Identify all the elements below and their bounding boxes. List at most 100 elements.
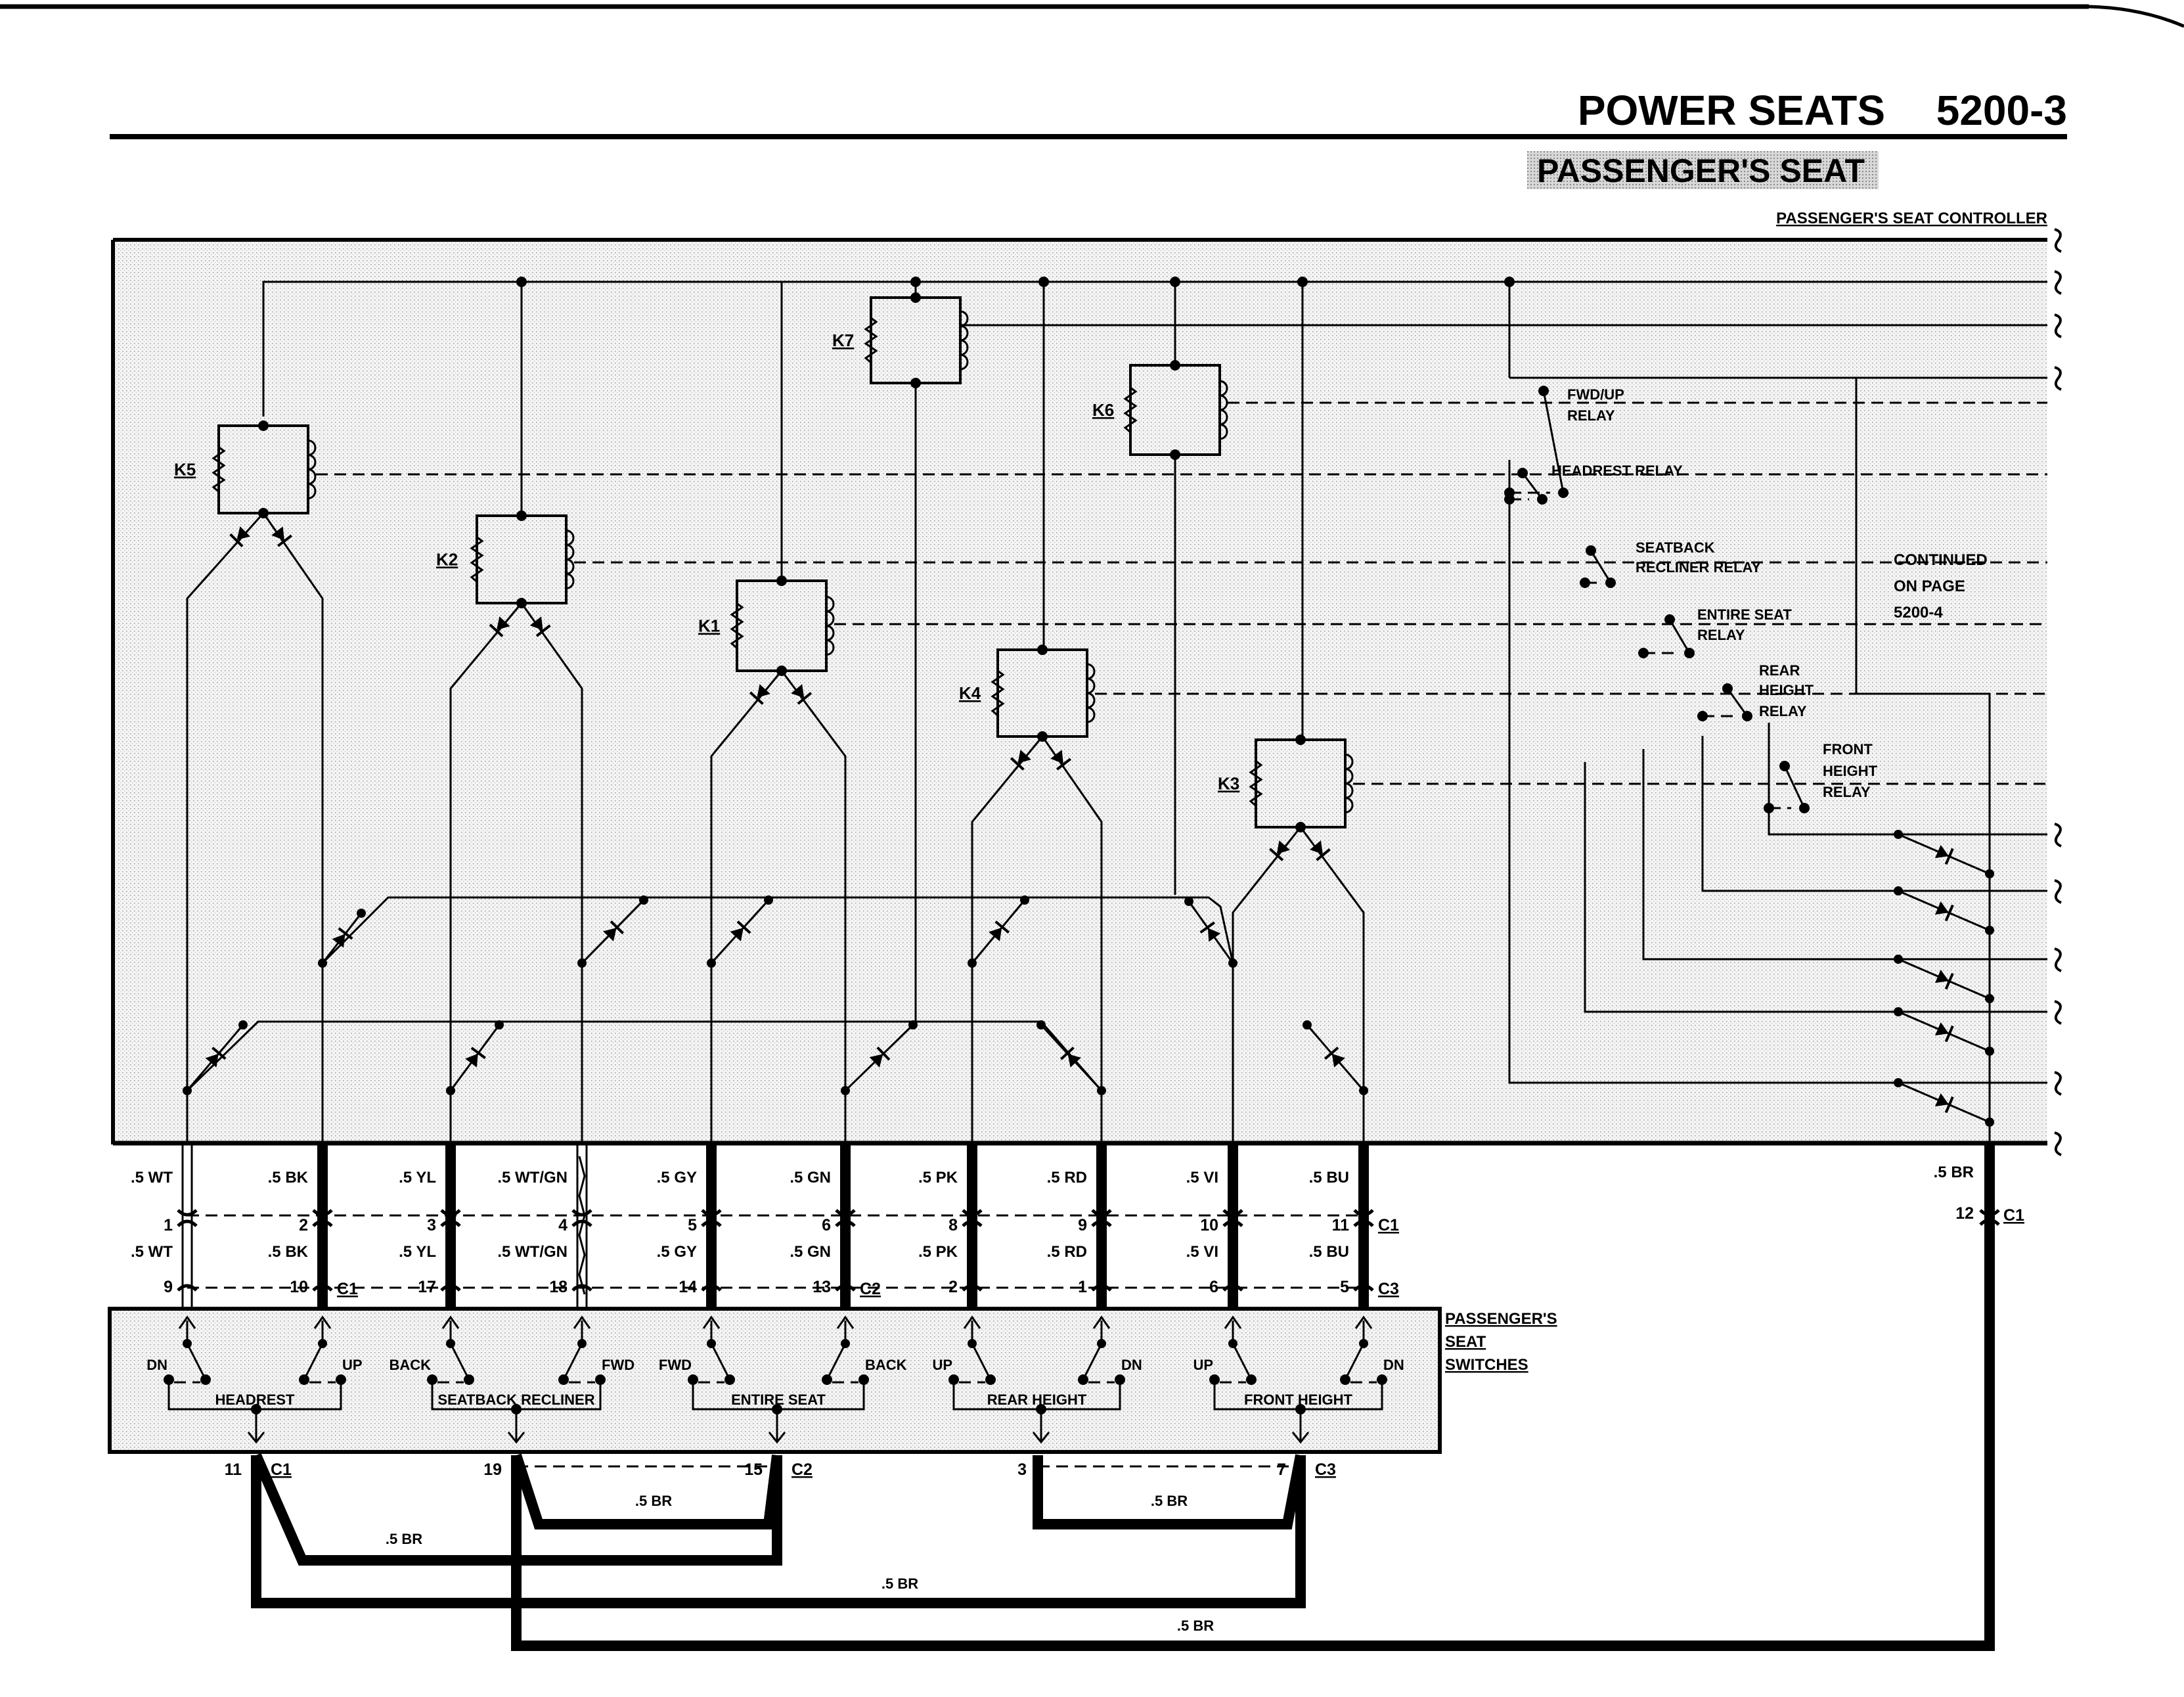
pin-number-switch: 1 xyxy=(1078,1278,1087,1296)
arrow-up-icon xyxy=(1092,1315,1111,1329)
diode-triangle xyxy=(465,1053,478,1068)
switch-arm xyxy=(186,1343,207,1380)
diode-icon xyxy=(489,616,510,637)
diode-triangle xyxy=(271,526,284,541)
diode-icon xyxy=(730,920,751,941)
diode-bar xyxy=(277,534,293,547)
diode-triangle xyxy=(603,928,617,941)
connector-male-icon xyxy=(312,1219,333,1227)
diode-triangle xyxy=(1050,750,1063,764)
diode-triangle xyxy=(1067,1054,1081,1068)
relay-output-legs xyxy=(971,736,1103,1143)
switch-position-left: FWD xyxy=(659,1357,692,1373)
switch-position-right: DN xyxy=(1383,1357,1404,1373)
harness-wire: .5 PK8.5 PK2 xyxy=(918,1143,983,1309)
page-number: 5200-3 xyxy=(1936,87,2067,134)
diode-triangle xyxy=(989,927,1002,941)
pin-number-switch: 10 xyxy=(290,1278,308,1296)
relay-output-line xyxy=(1768,723,2047,836)
harness-wire: .5 RD9.5 RD1 xyxy=(1047,1143,1112,1309)
arrow-up-icon xyxy=(963,1315,981,1329)
switch-arm xyxy=(562,1343,583,1380)
diode-icon xyxy=(1324,1047,1345,1068)
connector-female-icon xyxy=(701,1209,722,1217)
resistor-icon xyxy=(1249,760,1263,807)
pin-number-controller: 11 xyxy=(1332,1216,1350,1234)
diode-triangle xyxy=(1934,1022,1949,1036)
junction-dot xyxy=(1985,994,1994,1003)
ground-links: .5 BR.5 BR.5 BR.5 BR.5 BR xyxy=(251,1453,1995,1651)
arrow-up-icon xyxy=(1354,1315,1373,1329)
controller-shade xyxy=(113,240,2047,1143)
connector-male-icon xyxy=(701,1284,722,1292)
switch-ground-pin: 15 xyxy=(744,1460,763,1479)
connector-male-icon xyxy=(312,1284,333,1292)
continued-line-3: 5200-4 xyxy=(1894,604,1943,622)
switch-ground-pin: 19 xyxy=(483,1460,502,1479)
wire-break-icon xyxy=(2054,270,2062,295)
diode-triangle xyxy=(1934,969,1949,984)
junction-dot xyxy=(1894,886,1903,895)
relay-output-line xyxy=(1701,736,2047,892)
resistor-icon xyxy=(991,669,1005,717)
switch-ground-connector: C3 xyxy=(1315,1460,1336,1479)
switch-position-left: UP xyxy=(932,1357,952,1373)
switch-arm xyxy=(1344,1343,1365,1380)
diode-icon xyxy=(1199,921,1221,942)
arrow-up-icon xyxy=(1224,1315,1242,1329)
pin-number-switch: 9 xyxy=(164,1278,173,1296)
relay-label: K1 xyxy=(698,616,720,636)
junction-dot xyxy=(841,1086,850,1095)
relay-contact-label: RELAY xyxy=(1697,627,1745,643)
diode-bar xyxy=(1944,904,1954,922)
pin-number-switch: 6 xyxy=(1209,1278,1218,1296)
continued-line-1: CONTINUED xyxy=(1894,551,1988,569)
connector-id: C1 xyxy=(337,1280,358,1298)
arrow-up-icon xyxy=(836,1315,855,1329)
relay-contact-label: FWD/UP xyxy=(1567,386,1624,403)
diode-icon xyxy=(529,616,551,637)
relay-output-line xyxy=(1642,749,2047,961)
diode-icon xyxy=(869,1047,891,1068)
diode-bar xyxy=(876,1047,891,1061)
junction-dot xyxy=(577,959,587,968)
junction-dot xyxy=(1742,711,1752,721)
diode-row-upper xyxy=(321,896,1234,964)
junction-dot xyxy=(200,1374,211,1385)
page-subtitle: PASSENGER'S SEAT xyxy=(1537,152,1865,189)
wire-color-label: .5 WT/GN xyxy=(497,1169,568,1187)
diode-triangle xyxy=(529,616,543,631)
connector-male-icon xyxy=(1222,1284,1243,1292)
relay-contact-label: RELAY xyxy=(1759,703,1807,719)
wire-color-label: .5 PK xyxy=(918,1169,958,1187)
connector-male-icon xyxy=(962,1284,983,1292)
arrow-up-icon xyxy=(702,1315,721,1329)
bus-top xyxy=(262,281,2047,417)
switch-position-left: BACK xyxy=(389,1357,431,1373)
junction-dot xyxy=(1303,1020,1312,1030)
wire-color-label: .5 RD xyxy=(1047,1169,1087,1187)
connector-male-icon xyxy=(701,1219,722,1227)
junction-dot xyxy=(1504,277,1515,287)
switch-arm xyxy=(1082,1343,1103,1380)
connector-female-icon xyxy=(1091,1209,1112,1217)
diode-triangle xyxy=(869,1054,883,1068)
diode-bar xyxy=(229,533,244,547)
pin-number-controller: 2 xyxy=(299,1216,308,1234)
junction-dot xyxy=(1894,1078,1903,1087)
junction-dot xyxy=(183,1086,192,1095)
pin-number-controller: 3 xyxy=(427,1216,436,1234)
switch-ground-pin: 7 xyxy=(1277,1460,1286,1479)
coil-icon xyxy=(1345,754,1354,813)
wire-color-label-lower: .5 GY xyxy=(657,1243,697,1261)
break-symbols xyxy=(2054,228,2062,1156)
diode-bar xyxy=(535,624,551,637)
switch-position-right: DN xyxy=(1121,1357,1142,1373)
